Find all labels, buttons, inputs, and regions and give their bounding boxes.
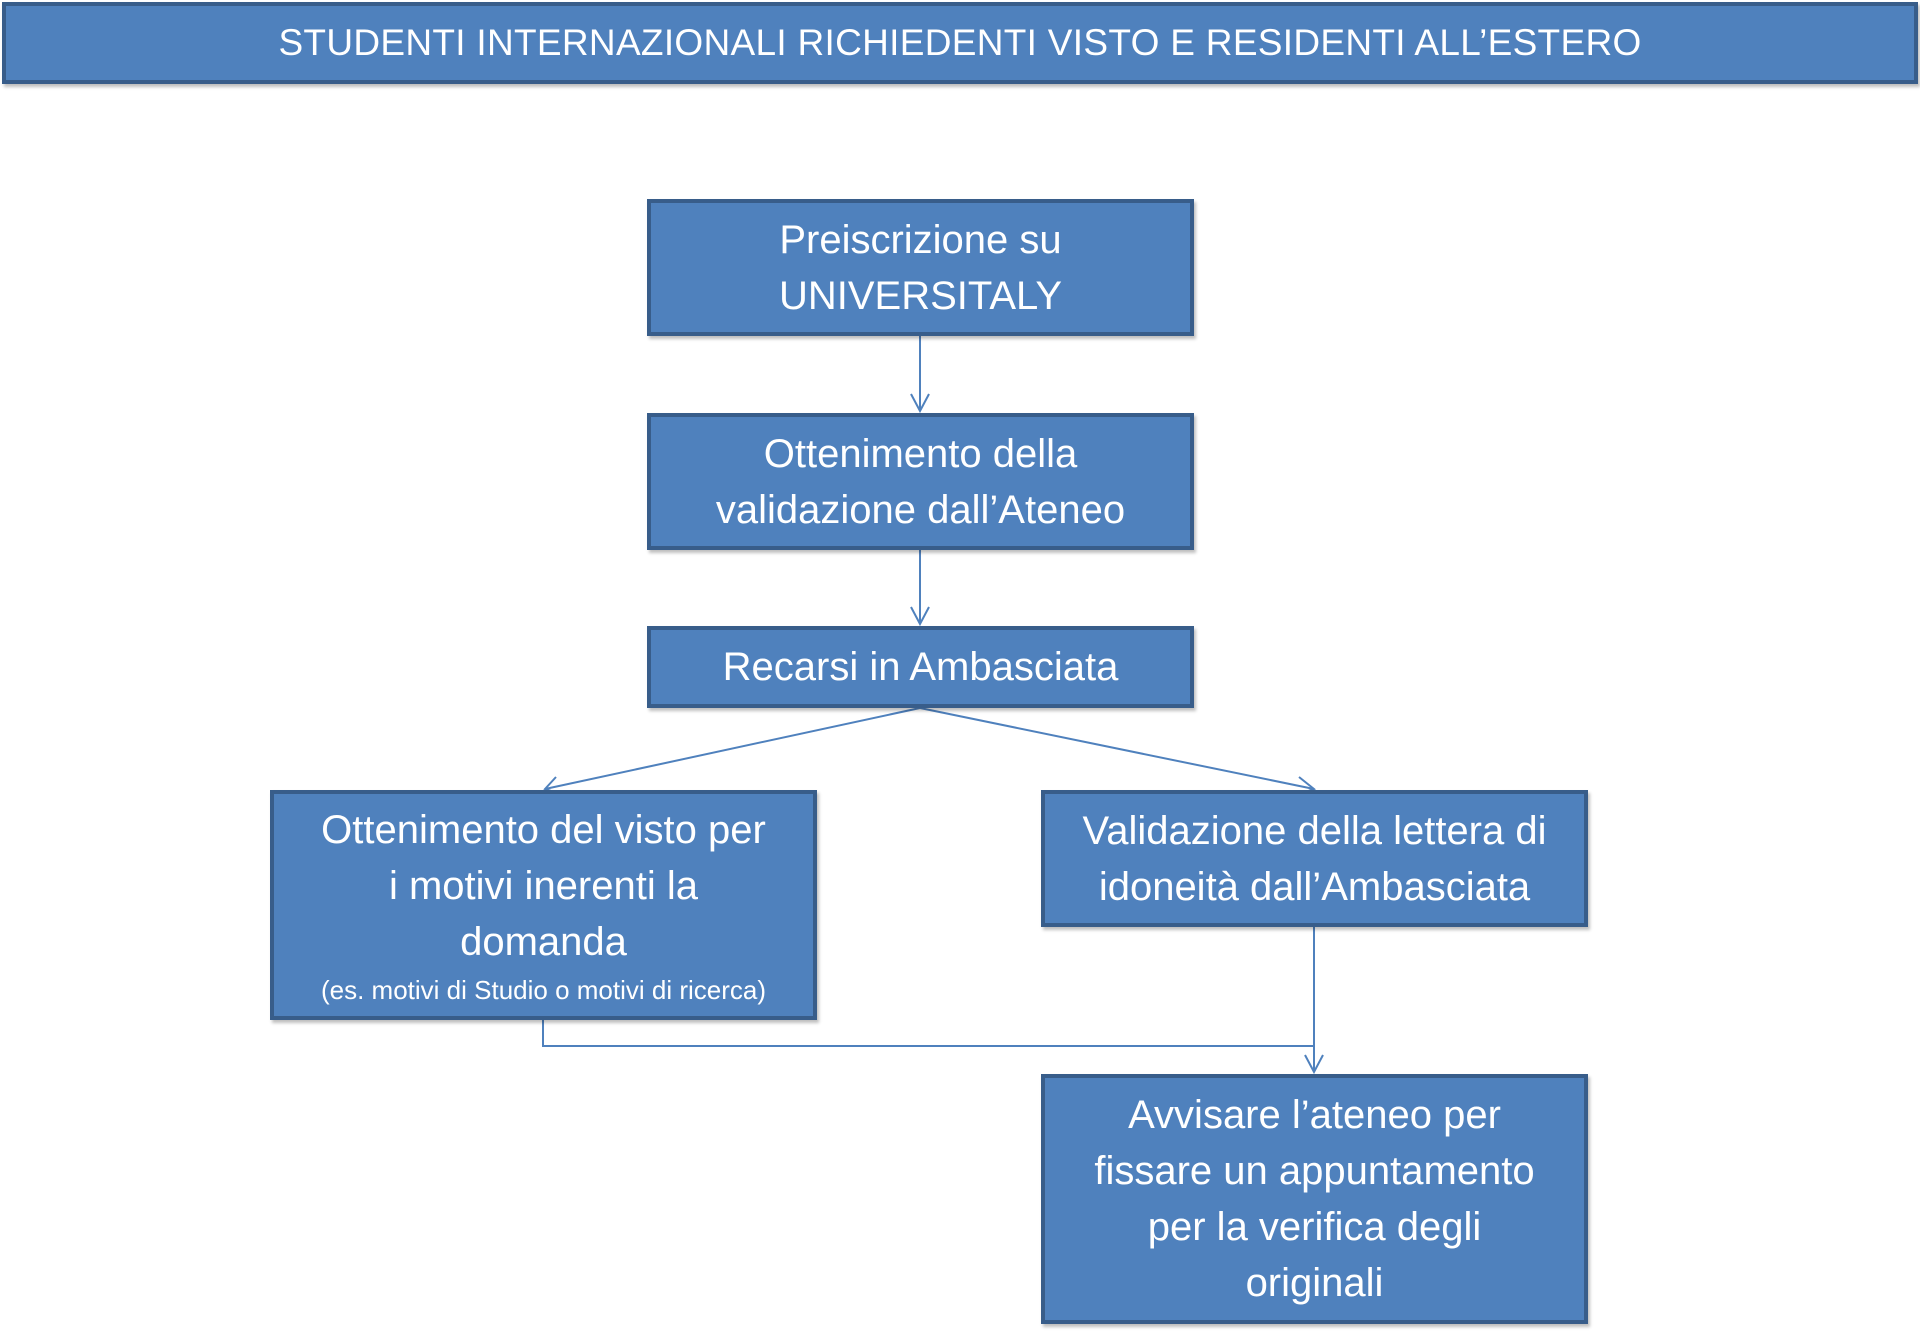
node-validazione-ateneo: Ottenimento della validazione dall’Atene… [647,413,1194,550]
node-lettera-line-1: Validazione della lettera di [1082,808,1547,853]
node-lettera-line-2: idoneità dall’Ambasciata [1098,864,1531,909]
node-avvisare-line-1: Avvisare l’ateneo per [1128,1093,1501,1137]
node-ambasciata: Recarsi in Ambasciata [647,626,1194,708]
node-avvisare-line-4: originali [1245,1261,1384,1305]
diagram-title: STUDENTI INTERNAZIONALI RICHIEDENTI VIST… [278,22,1642,63]
node-preiscrizione-line-1: Preiscrizione su [779,217,1062,262]
node-visto-line-3: domanda [460,920,627,964]
edge-ambasciata-lettera [919,707,1315,790]
node-visto-line-2: i motivi inerenti la [388,864,698,908]
node-visto: Ottenimento del visto per i motivi inere… [270,790,817,1020]
arrowhead-avvisare [1304,1054,1324,1075]
node-lettera: Validazione della lettera di idoneità da… [1041,790,1588,927]
arrowhead-ambasciata [910,606,930,627]
node-avvisare: Avvisare l’ateneo per fissare un appunta… [1041,1074,1588,1324]
node-ambasciata-line-1: Recarsi in Ambasciata [722,645,1119,689]
node-visto-note: (es. motivi di Studio o motivi di ricerc… [320,975,767,1005]
node-avvisare-line-2: fissare un appuntamento [1094,1149,1535,1193]
node-preiscrizione-line-2: UNIVERSITALY [778,273,1063,318]
node-visto-line-1: Ottenimento del visto per [321,808,766,852]
edge-visto-avvisare [542,1020,1314,1047]
node-preiscrizione: Preiscrizione su UNIVERSITALY [647,199,1194,336]
arrowhead-validazione [910,393,930,414]
node-validazione-ateneo-line-2: validazione dall’Ateneo [715,487,1126,532]
node-avvisare-line-3: per la verifica degli [1147,1205,1482,1249]
edge-ambasciata-visto [544,707,921,790]
node-validazione-ateneo-line-1: Ottenimento della [763,431,1078,476]
diagram-title-banner: STUDENTI INTERNAZIONALI RICHIEDENTI VIST… [2,2,1918,84]
